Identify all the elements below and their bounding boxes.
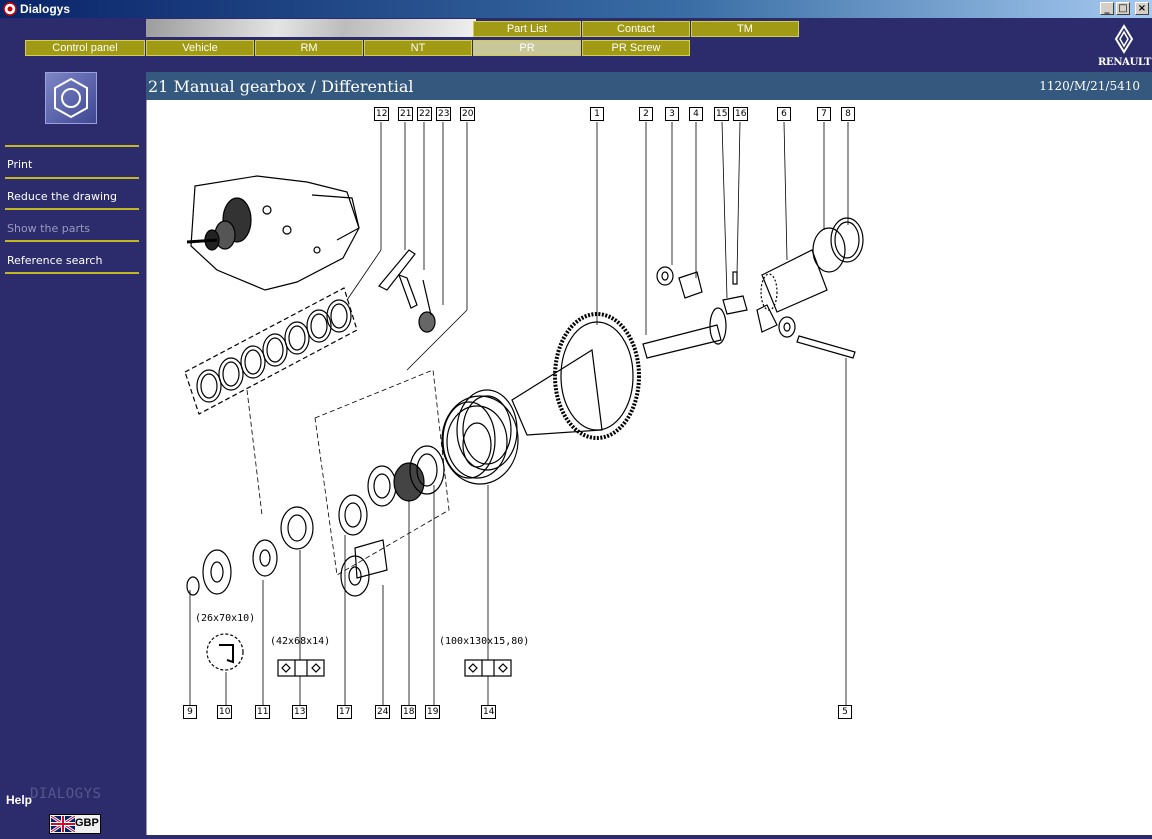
shim-kit <box>184 287 358 415</box>
language-code: GBP <box>75 817 99 829</box>
language-selector[interactable]: GBP <box>49 814 101 834</box>
dimension-label: (26x70x10) <box>195 613 256 624</box>
menu-reference-search[interactable]: Reference search <box>7 254 103 267</box>
page-title: 21 Manual gearbox / Differential <box>148 77 414 96</box>
renault-logo: RENAULT <box>1098 24 1152 68</box>
output-shaft <box>642 307 727 359</box>
callout-14[interactable]: 14 <box>481 705 497 719</box>
window-title: Dialogys <box>20 2 71 16</box>
lower-bearings <box>186 445 445 671</box>
callout-10[interactable]: 10 <box>217 705 233 719</box>
callout-16[interactable]: 16 <box>733 107 749 121</box>
menu-divider <box>5 240 139 242</box>
renault-diamond-icon <box>1114 24 1134 54</box>
callout-13[interactable]: 13 <box>292 705 308 719</box>
callout-21[interactable]: 21 <box>398 107 414 121</box>
callout-3[interactable]: 3 <box>665 107 679 121</box>
maximize-button[interactable]: □ <box>1116 2 1130 15</box>
tab-pr[interactable]: PR <box>473 40 581 56</box>
minimize-button[interactable]: _ <box>1100 2 1114 15</box>
exploded-drawing <box>184 121 864 712</box>
tab-rm[interactable]: RM <box>255 40 363 56</box>
menu-divider <box>5 272 139 274</box>
sidebar <box>0 72 146 839</box>
gearbox-assembly-thumbnail <box>186 175 360 291</box>
callout-9[interactable]: 9 <box>183 705 197 719</box>
tab-tm[interactable]: TM <box>691 21 799 37</box>
dialogys-brand: DIALOGYS <box>30 786 102 802</box>
callout-23[interactable]: 23 <box>436 107 452 121</box>
help-link[interactable]: Help <box>6 793 33 807</box>
header-decoration <box>146 19 476 37</box>
differential-crown-gear <box>442 312 641 479</box>
callout-2[interactable]: 2 <box>639 107 653 121</box>
callout-15[interactable]: 15 <box>714 107 730 121</box>
callout-22[interactable]: 22 <box>417 107 433 121</box>
callout-8[interactable]: 8 <box>841 107 855 121</box>
tab-pr-screw[interactable]: PR Screw <box>582 40 690 56</box>
callout-18[interactable]: 18 <box>401 705 417 719</box>
menu-reduce-drawing[interactable]: Reduce the drawing <box>7 190 117 203</box>
speedo-drive-parts <box>378 249 436 333</box>
tab-nt[interactable]: NT <box>364 40 472 56</box>
differential-cage <box>760 217 864 313</box>
menu-divider <box>5 145 139 147</box>
tab-vehicle[interactable]: Vehicle <box>146 40 254 56</box>
callout-5[interactable]: 5 <box>838 705 852 719</box>
renault-wordmark: RENAULT <box>1098 57 1152 68</box>
bearing-ring <box>441 395 519 485</box>
nut-icon <box>45 72 97 124</box>
menu-divider <box>5 208 139 210</box>
exploded-drawing-canvas: 12 21 22 23 20 1 2 3 4 15 16 6 7 8 9 10 … <box>146 100 1152 835</box>
callout-17[interactable]: 17 <box>337 705 353 719</box>
leader-lines <box>346 121 849 371</box>
callout-19[interactable]: 19 <box>425 705 441 719</box>
dialogys-app-icon <box>3 2 17 16</box>
callout-12[interactable]: 12 <box>374 107 390 121</box>
tab-contact[interactable]: Contact <box>582 21 690 37</box>
shim-symbol <box>464 659 512 677</box>
planet-gear-parts <box>656 266 796 338</box>
uk-flag-icon <box>51 816 75 832</box>
callout-24[interactable]: 24 <box>375 705 391 719</box>
menu-divider <box>5 177 139 179</box>
callout-1[interactable]: 1 <box>590 107 604 121</box>
callout-7[interactable]: 7 <box>817 107 831 121</box>
tab-control-panel[interactable]: Control panel <box>25 40 145 56</box>
dimension-label: (100x130x15,80) <box>439 636 530 647</box>
callout-6[interactable]: 6 <box>777 107 791 121</box>
menu-print[interactable]: Print <box>7 158 33 171</box>
drawing-reference: 1120/M/21/5410 <box>1039 79 1140 93</box>
callout-20[interactable]: 20 <box>460 107 476 121</box>
dimension-label: (42x68x14) <box>270 636 331 647</box>
leader-lines <box>189 358 847 712</box>
close-button[interactable]: × <box>1135 2 1149 15</box>
menu-show-parts: Show the parts <box>7 222 91 235</box>
callout-11[interactable]: 11 <box>255 705 271 719</box>
page-header: 21 Manual gearbox / Differential 1120/M/… <box>146 72 1152 100</box>
window-titlebar: Dialogys _ □ × <box>0 0 1152 18</box>
tab-part-list[interactable]: Part List <box>473 21 581 37</box>
differential-pin <box>796 335 856 359</box>
callout-4[interactable]: 4 <box>689 107 703 121</box>
shim-symbol <box>277 659 325 677</box>
